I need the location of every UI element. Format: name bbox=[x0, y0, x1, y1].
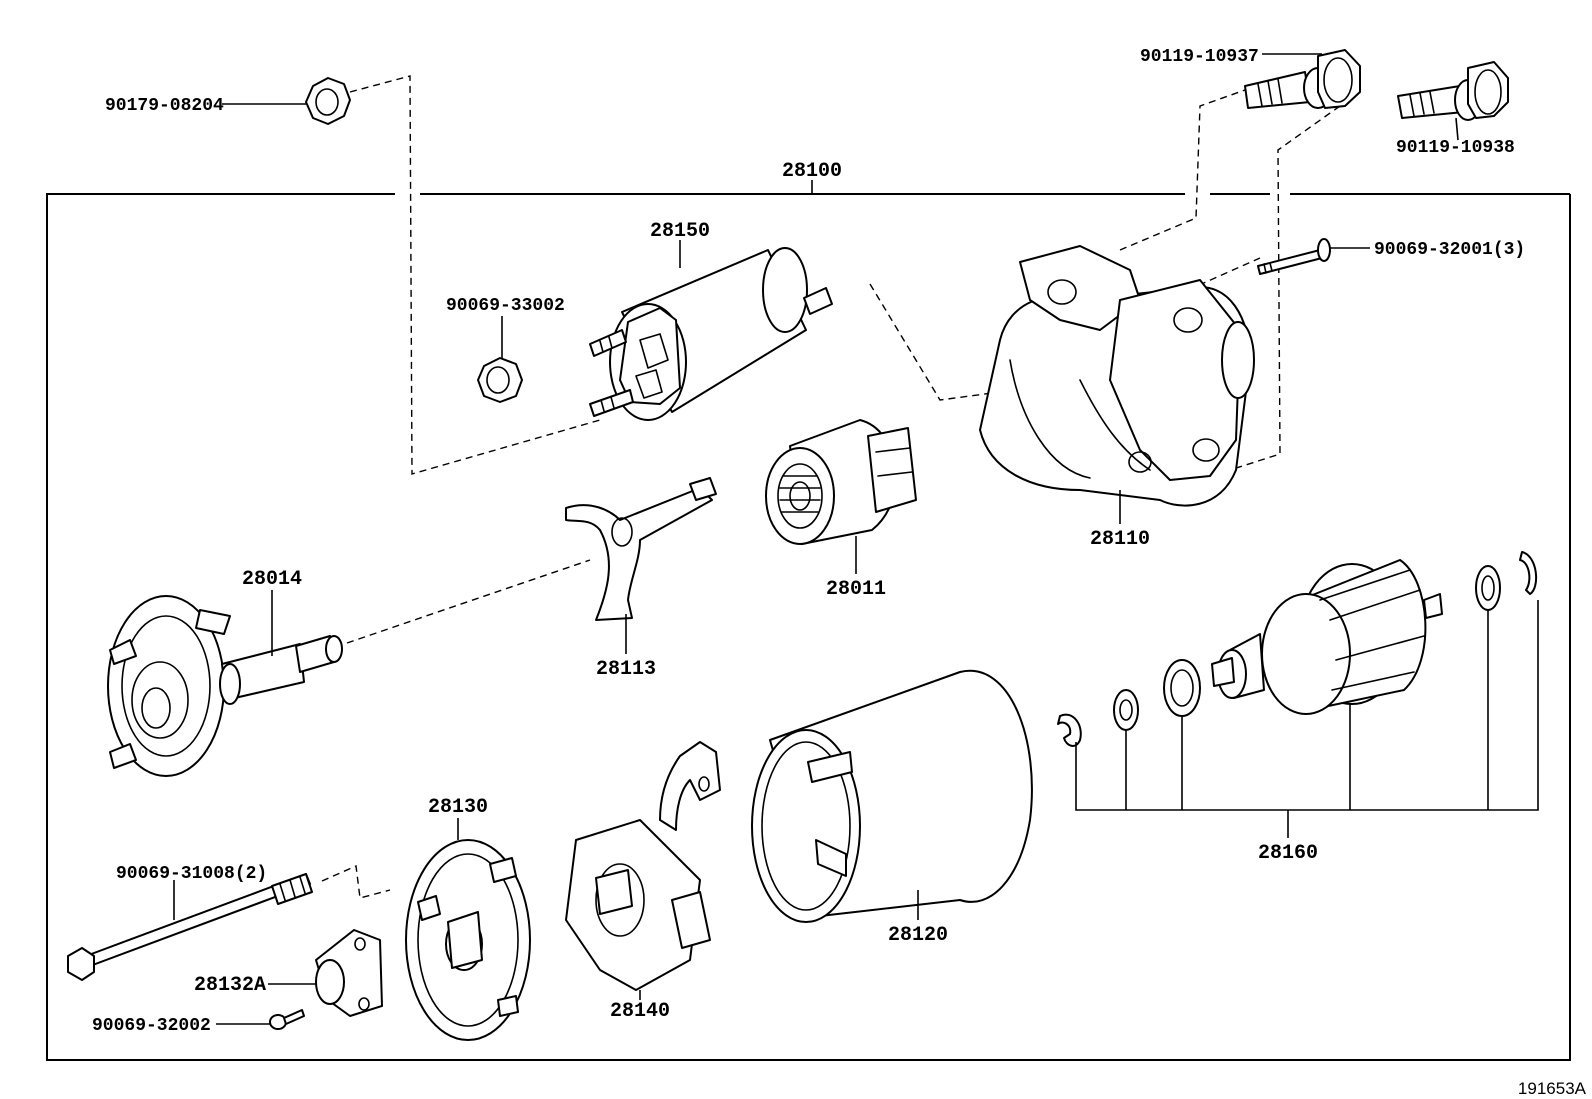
label-90069-32002: 90069-32002 bbox=[92, 1016, 211, 1036]
label-90069-33002: 90069-33002 bbox=[446, 296, 565, 316]
planetary-shaft-28014[interactable] bbox=[107, 590, 343, 777]
brush-holder-28140[interactable] bbox=[565, 741, 721, 1000]
assembly-label-28100: 28100 bbox=[782, 160, 842, 183]
label-90119-10938: 90119-10938 bbox=[1396, 138, 1515, 158]
starter-clutch-28011[interactable] bbox=[765, 419, 917, 574]
through-bolt-90069-31008[interactable] bbox=[67, 873, 313, 981]
bolt-90119-10938[interactable] bbox=[1397, 61, 1509, 141]
label-90119-10937: 90119-10937 bbox=[1140, 47, 1259, 67]
label-90069-31008: 90069-31008(2) bbox=[116, 864, 267, 884]
nut-90069-33002[interactable] bbox=[477, 316, 523, 403]
drive-lever-28113[interactable] bbox=[565, 477, 717, 654]
end-frame-28130[interactable] bbox=[405, 818, 531, 1041]
label-28150: 28150 bbox=[650, 220, 710, 243]
label-28130: 28130 bbox=[428, 796, 488, 819]
label-28120: 28120 bbox=[888, 924, 948, 947]
assembly-frame bbox=[46, 180, 1571, 1061]
assembly-dashed-lines bbox=[321, 75, 1341, 899]
bolt-90119-10937[interactable] bbox=[1244, 49, 1361, 109]
screw-90069-32002[interactable] bbox=[216, 1009, 305, 1030]
label-90069-32001: 90069-32001(3) bbox=[1374, 240, 1525, 260]
label-90179-08204: 90179-08204 bbox=[105, 96, 224, 116]
cover-28132A[interactable] bbox=[268, 929, 383, 1017]
label-28014: 28014 bbox=[242, 568, 302, 591]
armature-28160[interactable] bbox=[1057, 551, 1539, 838]
label-28011: 28011 bbox=[826, 578, 886, 601]
diagram-reference: 191653A bbox=[1518, 1079, 1587, 1098]
label-28110: 28110 bbox=[1090, 528, 1150, 551]
label-28113: 28113 bbox=[596, 658, 656, 681]
nut-90179-08204[interactable] bbox=[222, 77, 351, 125]
magnetic-switch-28150[interactable] bbox=[589, 240, 833, 421]
yoke-28120[interactable] bbox=[751, 669, 1033, 923]
label-28140: 28140 bbox=[610, 1000, 670, 1023]
starter-housing-28110[interactable] bbox=[979, 245, 1255, 524]
label-28160: 28160 bbox=[1258, 842, 1318, 865]
label-28132A: 28132A bbox=[194, 974, 266, 997]
stud-90069-32001[interactable] bbox=[1257, 238, 1370, 275]
